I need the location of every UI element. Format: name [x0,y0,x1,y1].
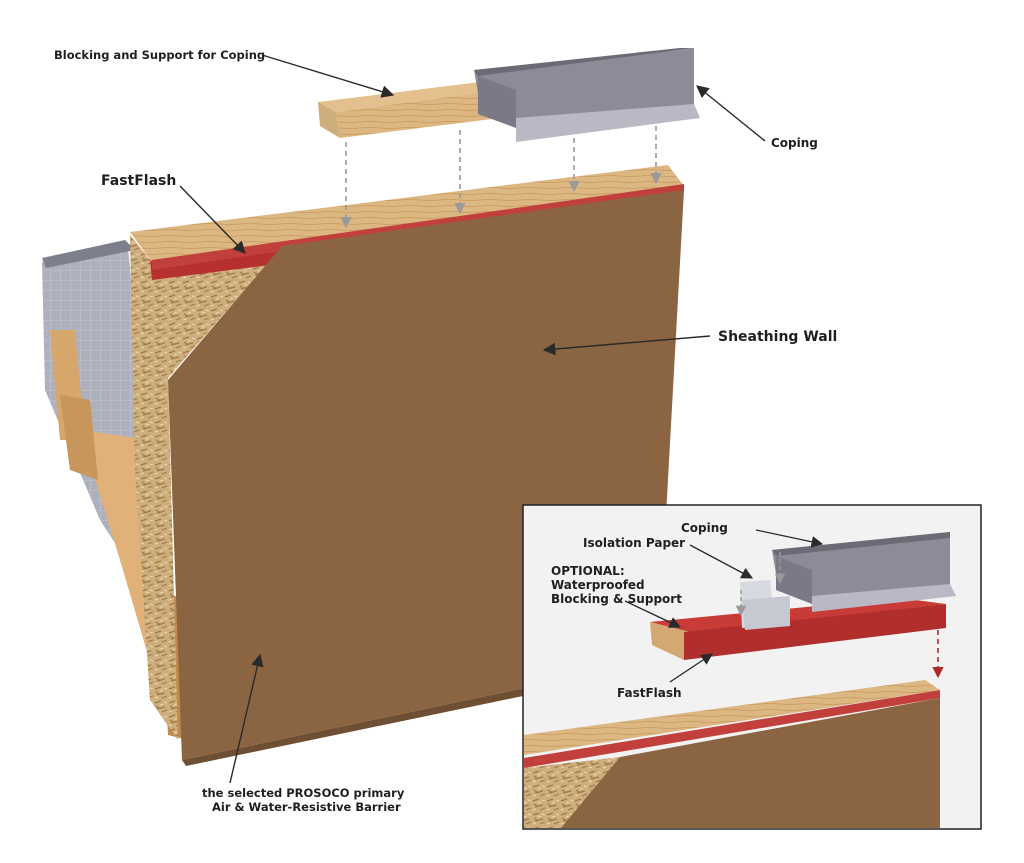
leader-lines [179,54,766,784]
osb-core [130,235,282,740]
drop-arrows [340,126,662,229]
inset-label-optional-2: Waterproofed [551,578,645,592]
label-sheathing-wall: Sheathing Wall [718,329,837,345]
leader-blocking [261,54,395,98]
coping-piece [474,48,700,142]
label-barrier-line1: the selected PROSOCO primary [202,786,405,800]
inset-blocking-top [650,598,946,632]
inset-wall-top [524,680,940,755]
leader-sheathing [542,335,711,356]
label-coping: Coping [771,136,818,150]
inset-label-fastflash: FastFlash [617,686,682,700]
roof-membrane-top [42,240,135,268]
inset-fastflash-strip [524,690,940,768]
inset-label-coping: Coping [681,521,728,535]
label-blocking-support: Blocking and Support for Coping [54,48,265,62]
inset-blocking-front [684,604,946,660]
inset-osb [524,757,620,828]
inset-leader-isolation [689,544,754,579]
label-barrier-line2: Air & Water-Resistive Barrier [212,800,401,814]
inset-blocking-end [650,622,690,660]
leader-barrier [229,653,264,784]
leader-coping [696,85,766,142]
leader-fastflash [179,185,246,254]
wall-top-edge [130,165,684,262]
inset-label-isolation-paper: Isolation Paper [583,536,685,550]
inset-leader-optional [624,600,682,628]
inset-leader-fastflash [669,653,713,683]
inset-leader-coping [755,529,824,548]
inset-label-optional-1: OPTIONAL: [551,564,625,578]
blocking-support [318,80,516,138]
inset-panel: Coping Isolation Paper OPTIONAL: Waterpr… [522,504,982,830]
inset-sheathing [560,698,940,828]
label-fastflash: FastFlash [101,173,176,189]
inset-label-optional-3: Blocking & Support [551,592,682,606]
